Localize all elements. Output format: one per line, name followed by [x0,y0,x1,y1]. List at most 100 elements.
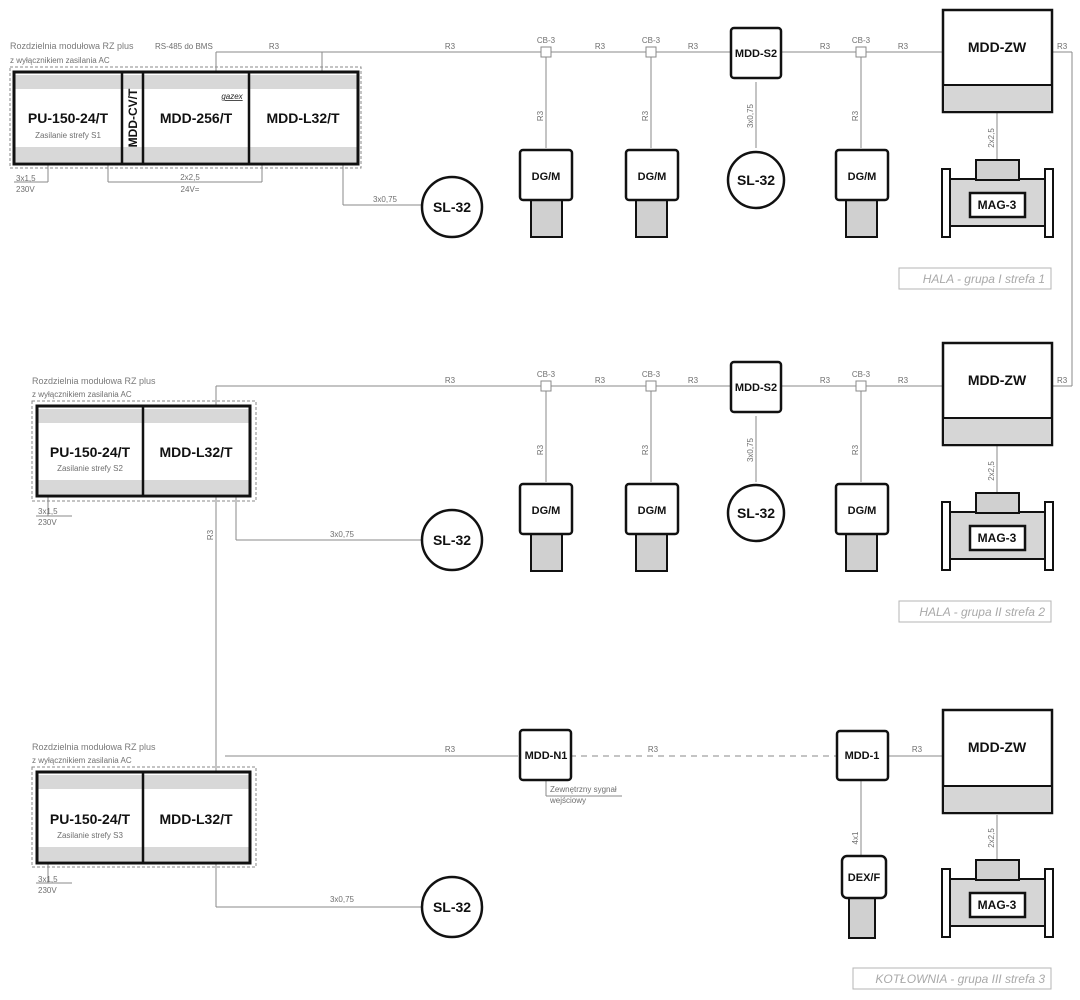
cabinet-frame-1 [9,66,362,169]
signaller-g1-1 [726,150,786,210]
sl32-label: SL-32 [433,532,471,548]
supply-label-2: Zasilanie strefy S2 [57,464,123,473]
wire-label: R3 [445,42,456,51]
wire-label: R3 [445,376,456,385]
wire-label: 24V= [181,185,200,194]
wire-label: R3 [851,110,860,121]
gas-detector-g1-2 [624,148,680,238]
wire-label: 3x0,75 [373,195,398,204]
mdd-zw-panel-3 [941,708,1054,815]
wire-label: 3x0,75 [746,103,755,128]
junction-label: CB-3 [642,370,661,379]
supply-cable-label-3: 3x1,5 [38,875,58,884]
mag-3-valve-2 [941,492,1054,571]
cabinet-header-1: Rozdzielnia modułowa RZ plus [10,41,134,51]
dg-label: DG/M [848,505,877,517]
wire-label: R3 [851,444,860,455]
group-2 [31,341,1054,756]
wire-label: R3 [269,42,280,51]
mdd1-label: MDD-1 [845,750,880,762]
cabinet-subheader-3: z wyłącznikiem zasilania AC [32,756,132,765]
pu-module-label-3: PU-150-24/T [50,811,131,827]
junction-label: CB-3 [642,36,661,45]
external-signal-label: Zewnętrzny sygnał [550,785,617,794]
dg-label: DG/M [638,505,667,517]
wire-label: R3 [1057,42,1068,51]
wire-label: R3 [641,110,650,121]
gas-detector-g2-2 [624,482,680,572]
l32-module-label-1: MDD-L32/T [266,110,340,126]
wire-label: R3 [641,444,650,455]
wire-label: 2x2,5 [180,173,200,182]
supply-label-3: Zasilanie strefy S3 [57,831,123,840]
dex-f-detector [840,854,888,939]
wire-label: R3 [820,42,831,51]
mdd-1-module [835,729,890,782]
wire-label: R3 [898,42,909,51]
supply-voltage-label-3: 230V [38,886,57,895]
mag3-label: MAG-3 [978,531,1017,545]
mdd-zw-panel-1 [941,8,1054,114]
zone-caption-3: KOTŁOWNIA - grupa III strefa 3 [875,972,1045,986]
gas-detector-g1-3 [834,148,890,238]
s2-label: MDD-S2 [735,382,777,394]
wire-label: R3 [820,376,831,385]
gas-detector-g2-1 [518,482,574,572]
wire-label: R3 [688,42,699,51]
m256-module-label: MDD-256/T [160,110,233,126]
dg-label: DG/M [532,505,561,517]
wire-label: R3 [445,745,456,754]
junction-label: CB-3 [852,36,871,45]
cv-module-label: MDD-CV/T [126,88,140,147]
wire-label: R3 [912,745,923,754]
mag3-label: MAG-3 [978,898,1017,912]
sl32-label: SL-32 [737,172,775,188]
group-1 [9,8,1073,387]
l32-module-label-2: MDD-L32/T [159,444,233,460]
rs485-label: RS-485 do BMS [155,42,213,51]
wire-label: R3 [595,42,606,51]
wire-label: 3x0,75 [746,437,755,462]
dg-label: DG/M [848,171,877,183]
wire-label: R3 [648,745,659,754]
wire-label: R3 [688,376,699,385]
s2-label: MDD-S2 [735,48,777,60]
cabinet-frame-3 [31,766,257,868]
cabinet-subheader-1: z wyłącznikiem zasilania AC [10,56,110,65]
supply-cable-label-2: 3x1,5 [38,507,58,516]
n1-label: MDD-N1 [525,750,568,762]
wire-label: R3 [898,376,909,385]
sl32-label: SL-32 [737,505,775,521]
cabinet-header-2: Rozdzielnia modułowa RZ plus [32,376,156,386]
group-3 [31,708,1054,939]
supply-voltage-label-1: 230V [16,185,35,194]
gas-detector-g1-1 [518,148,574,238]
junction-label: CB-3 [852,370,871,379]
supply-cable-label-1: 3x1,5 [16,174,36,183]
wire-label: 2x2,5 [987,461,996,481]
mag3-label: MAG-3 [978,198,1017,212]
signaller-g2-1 [726,483,786,543]
junction-label: CB-3 [537,36,556,45]
dg-label: DG/M [638,171,667,183]
zw-label: MDD-ZW [968,39,1027,55]
sl32-label: SL-32 [433,899,471,915]
gas-detector-g2-3 [834,482,890,572]
mdd-s2-module-1 [729,26,783,80]
supply-label-1: Zasilanie strefy S1 [35,131,101,140]
zone-caption-1: HALA - grupa I strefa 1 [923,272,1045,286]
mdd-zw-panel-2 [941,341,1054,447]
signaller-g3 [420,875,484,939]
wire-label: 4x1 [851,831,860,844]
cabinet-header-3: Rozdzielnia modułowa RZ plus [32,742,156,752]
external-signal-label-2: wejściowy [549,796,586,805]
l32-module-label-3: MDD-L32/T [159,811,233,827]
dex-label: DEX/F [848,872,881,884]
supply-voltage-label-2: 230V [38,518,57,527]
gazex-brand: gazex [221,92,243,101]
zone-caption-2: HALA - grupa II strefa 2 [919,605,1045,619]
zw-label: MDD-ZW [968,372,1027,388]
wire-label: 3x0,75 [330,895,355,904]
cabinet-frame-2 [31,400,257,502]
